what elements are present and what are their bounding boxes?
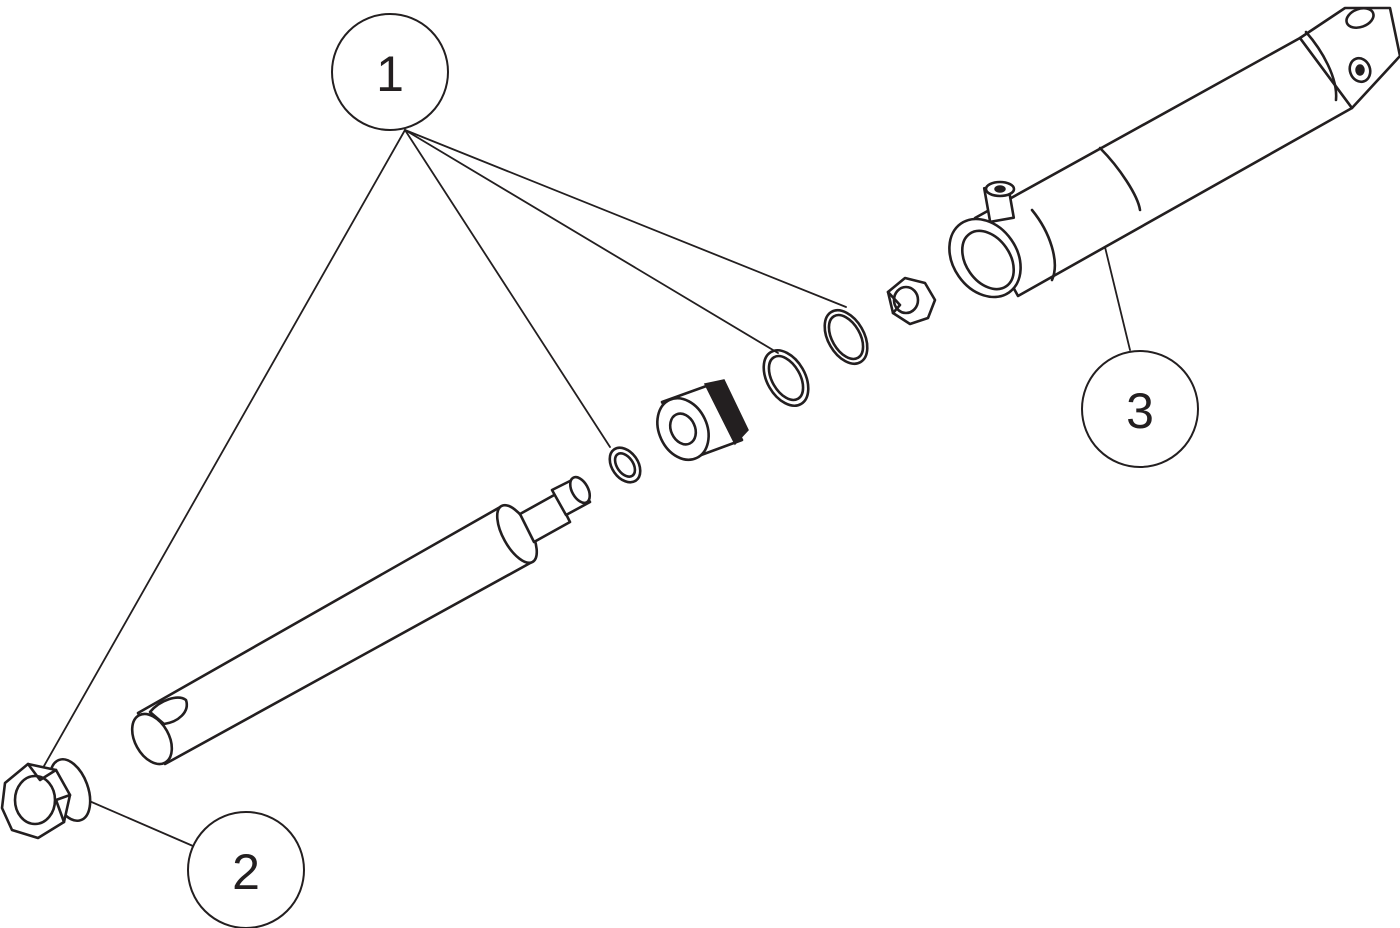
callout-1-label: 1 xyxy=(376,46,404,102)
piston-rod xyxy=(130,475,592,766)
snap-ring-small xyxy=(608,446,642,484)
gland-nut xyxy=(0,758,92,840)
cylinder-barrel xyxy=(948,6,1400,299)
leader-line-callout-2 xyxy=(79,796,194,847)
callout-3: 3 xyxy=(1081,350,1199,468)
callout-1: 1 xyxy=(331,13,449,131)
snap-ring-large xyxy=(823,309,869,365)
seal-ring xyxy=(762,349,810,407)
piston xyxy=(656,379,749,462)
callout-2-label: 2 xyxy=(232,844,260,900)
callout-2: 2 xyxy=(187,811,305,928)
callout-3-label: 3 xyxy=(1126,383,1154,439)
hex-nut-small xyxy=(886,276,937,326)
leader-lines-callout-1 xyxy=(43,129,847,767)
